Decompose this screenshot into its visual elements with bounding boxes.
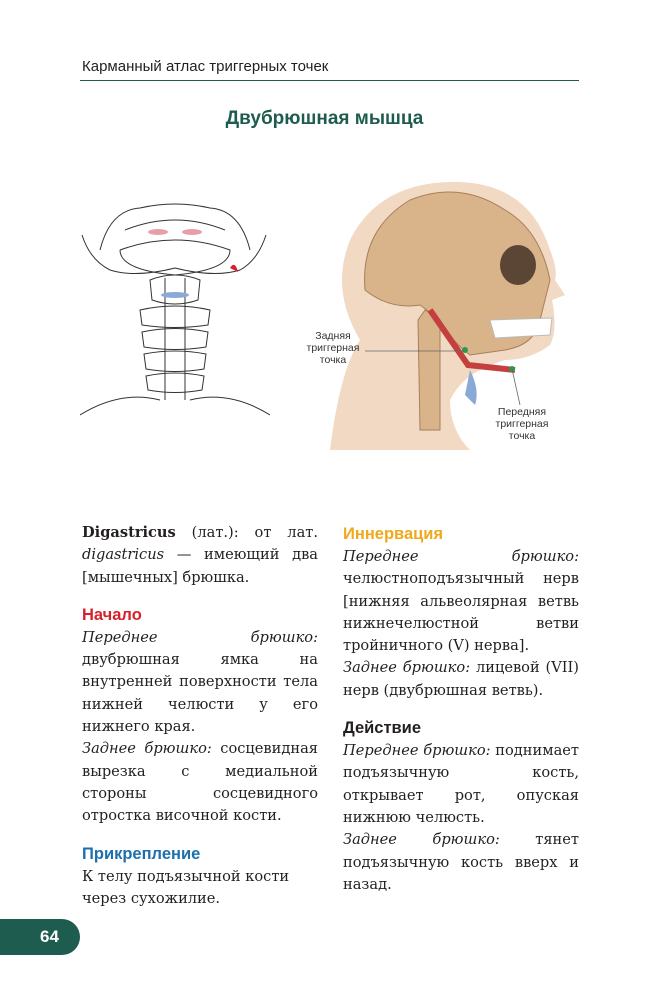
origin-anterior: Переднее брюшко: двубрюшная ямка на внут… — [82, 628, 318, 736]
right-column: Иннервация Переднее брюшко: челюстноподъ… — [343, 522, 579, 896]
running-header: Карманный атлас триггерных точек — [82, 58, 329, 75]
action-heading: Действие — [343, 719, 421, 738]
etymology: Digastricus (лат.): от лат. digastricus … — [82, 524, 318, 586]
page-number: 64 — [40, 927, 59, 946]
origin-heading: Начало — [82, 605, 142, 624]
front-view-illustration — [79, 190, 271, 424]
page-title: Двубрюшная мышца — [225, 108, 424, 129]
insertion-heading: Прикрепление — [82, 844, 201, 863]
page-number-badge — [0, 919, 80, 955]
innervation-heading: Иннервация — [343, 525, 444, 543]
innervation-posterior: Заднее брюшко: лицевой (VII) нерв (двубр… — [343, 659, 579, 699]
side-view-illustration — [290, 170, 580, 454]
origin-posterior: Заднее брюшко: сосцевидная вырезка с мед… — [82, 740, 318, 825]
action-posterior: Заднее брюшко: тянет подъязычную кость в… — [343, 831, 579, 893]
innervation-anterior: Переднее брюшко: челюстноподъязычный нер… — [343, 548, 579, 655]
insertion-text: К телу подъязычной кости через сухожилие… — [82, 867, 290, 907]
action-anterior: Переднее брюшко: поднимает подъязычную к… — [343, 742, 579, 826]
header-rule — [80, 80, 579, 81]
left-column: Digastricus (лат.): от лат. digastricus … — [82, 522, 318, 910]
